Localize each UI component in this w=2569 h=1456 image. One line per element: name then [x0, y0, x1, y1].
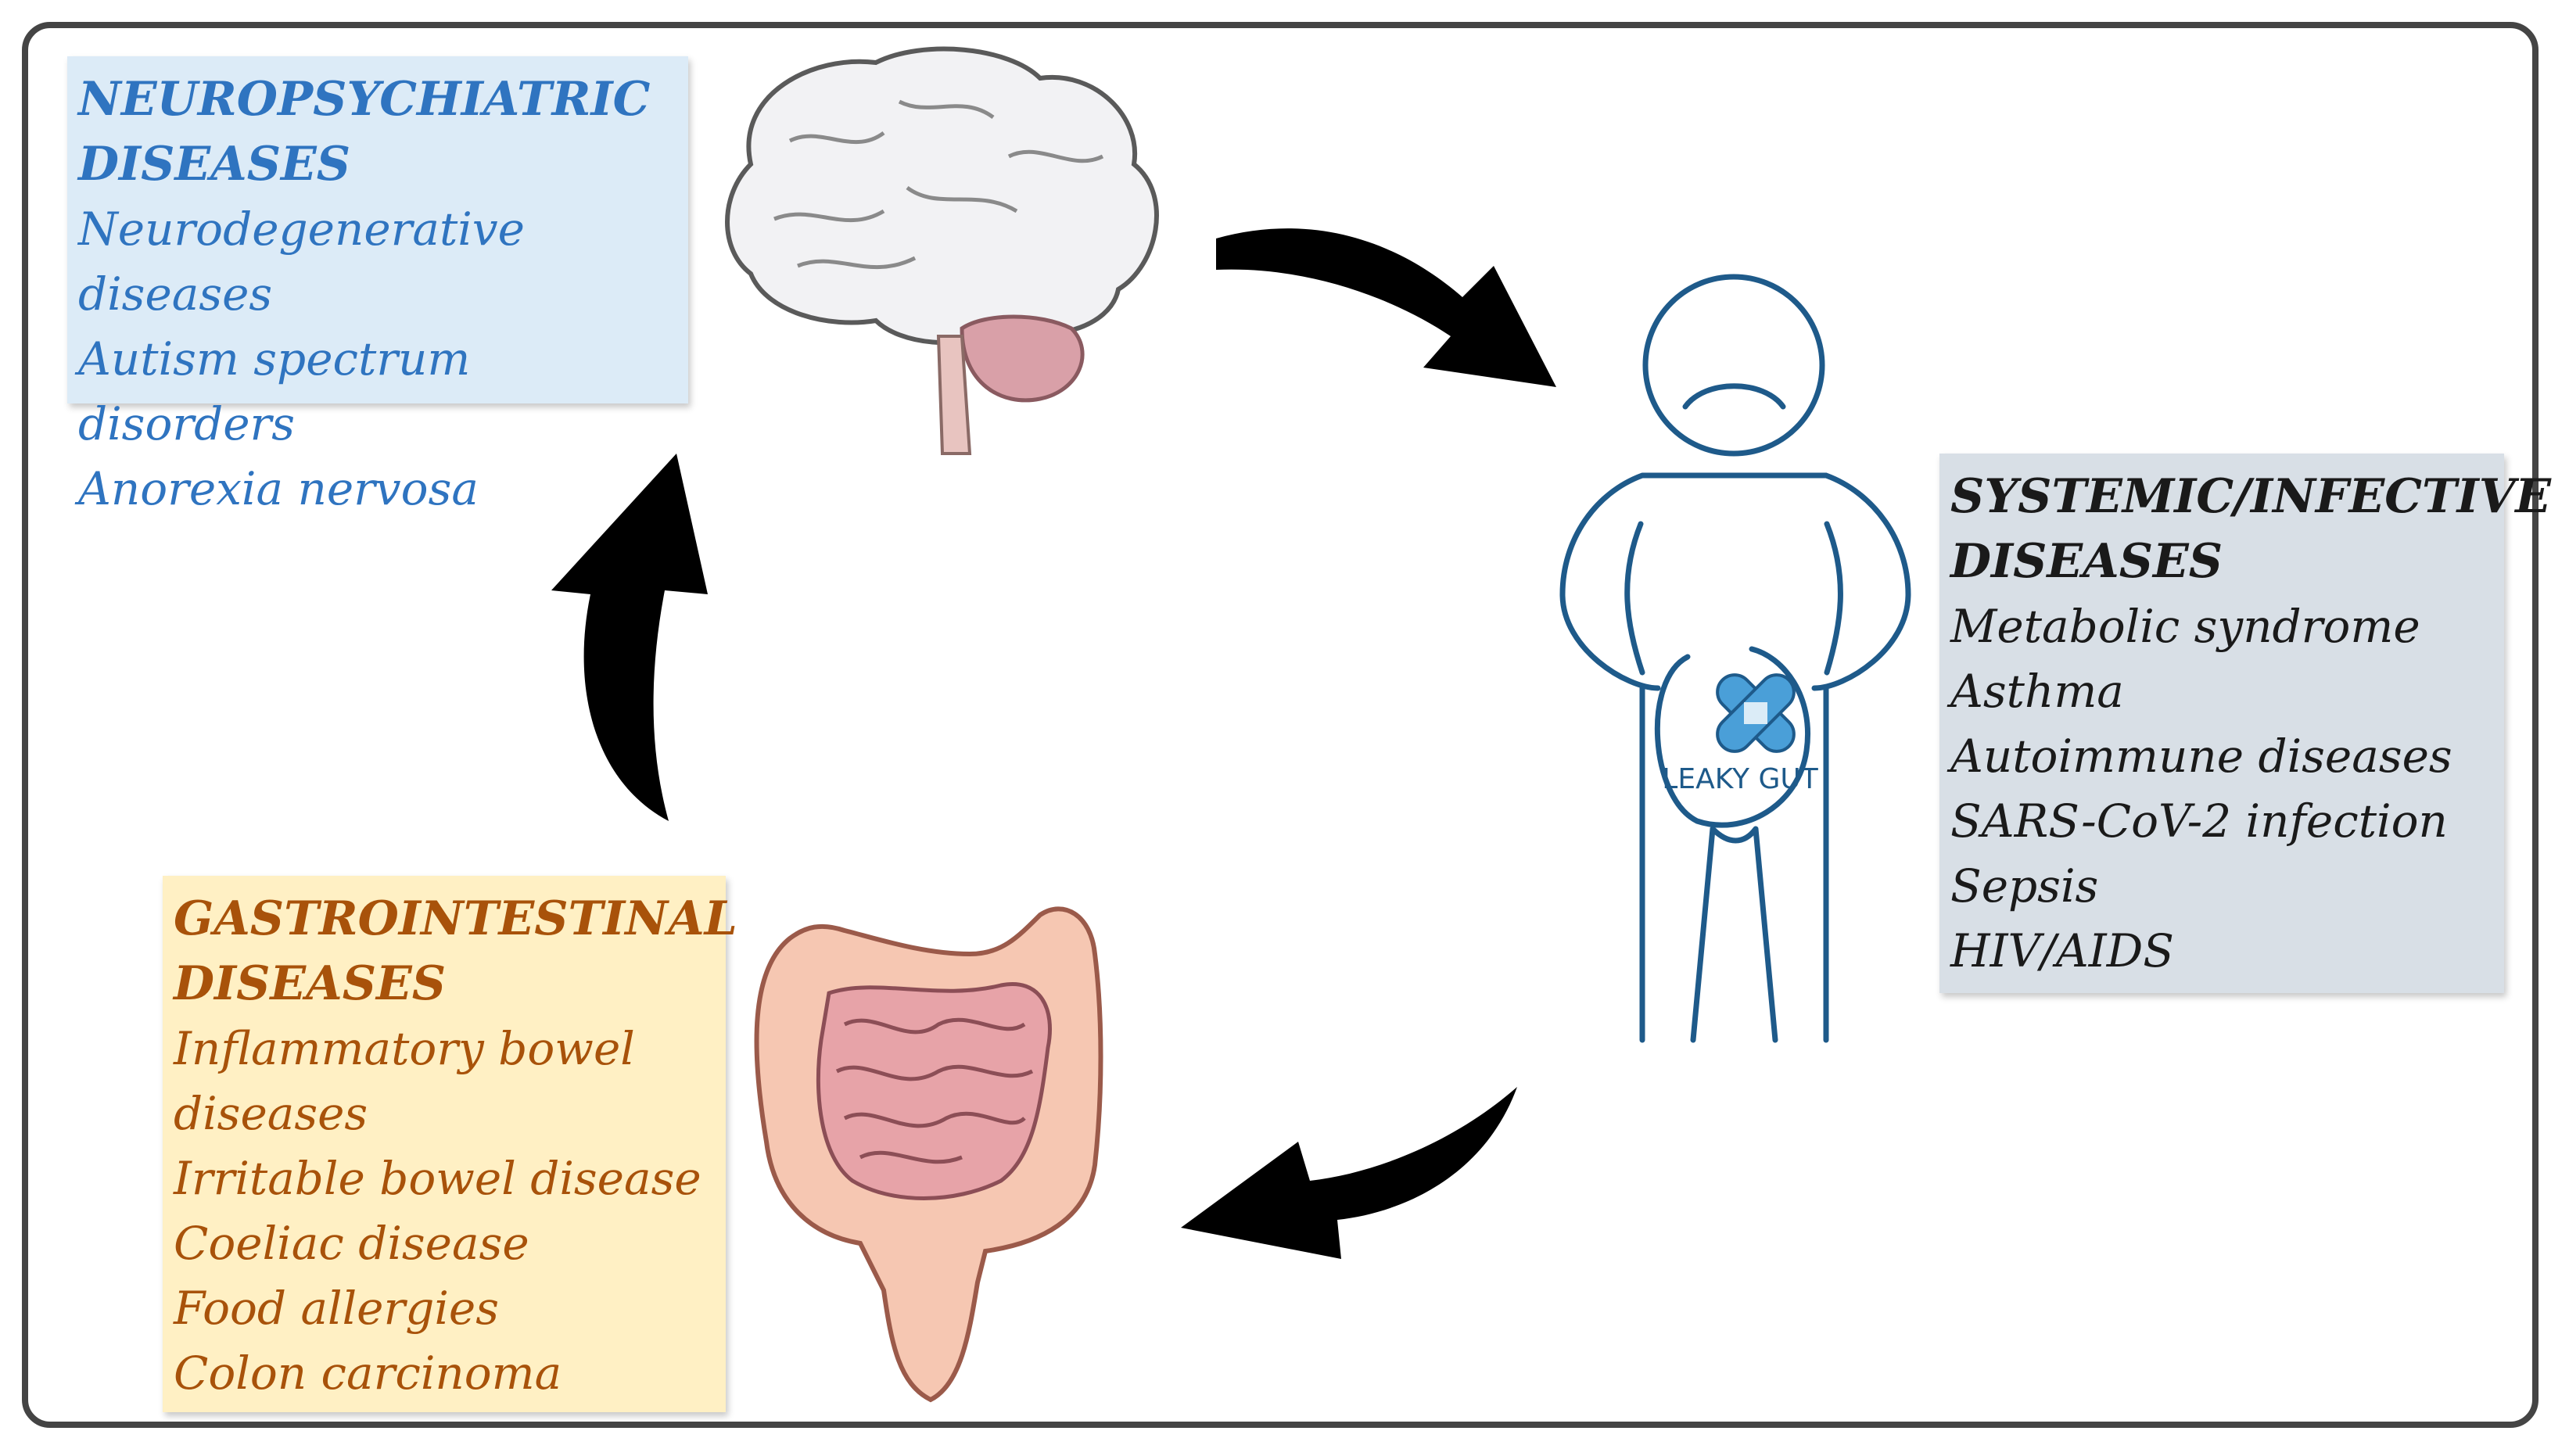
neuropsychiatric-title-line1: NEUROPSYCHIATRIC	[78, 72, 651, 127]
systemic-infective-box: SYSTEMIC/INFECTIVE DISEASES Metabolic sy…	[1939, 454, 2552, 993]
arrow-person-to-intestine	[1181, 1087, 1517, 1259]
torso	[1559, 472, 1911, 691]
systemic-title-line1: SYSTEMIC/INFECTIVE	[1950, 469, 2552, 524]
neuro-item: Anorexia nervosa	[78, 462, 479, 515]
arrow-brain-to-person	[1216, 228, 1556, 387]
gastrointestinal-box: GASTROINTESTINAL DISEASES Inflammatory b…	[163, 876, 737, 1412]
gi-item: Irritable bowel disease	[174, 1152, 701, 1205]
bandage-icon	[1716, 673, 1796, 753]
gi-title-line1: GASTROINTESTINAL	[174, 891, 737, 946]
person-figure	[1559, 274, 1911, 1043]
legs	[1690, 826, 1778, 1043]
systemic-item: Sepsis	[1950, 859, 2099, 913]
gi-item: Coeliac disease	[174, 1217, 529, 1270]
systemic-item: Autoimmune diseases	[1950, 730, 2452, 783]
inner-arms	[1624, 521, 1843, 676]
sad-mouth	[1682, 383, 1786, 410]
gi-item: Food allergies	[174, 1282, 499, 1335]
gi-item: diseases	[174, 1087, 368, 1140]
arrow-intestine-to-brain	[551, 454, 708, 821]
head	[1642, 274, 1825, 457]
systemic-item: HIV/AIDS	[1950, 924, 2174, 977]
systemic-item: Metabolic syndrome	[1950, 600, 2420, 653]
gi-item: Colon carcinoma	[174, 1347, 562, 1400]
leaky-gut-label: LEAKY GUT	[1662, 763, 1818, 795]
systemic-item: SARS-CoV-2 infection	[1950, 794, 2448, 848]
systemic-item: Asthma	[1950, 665, 2124, 718]
intestine-icon	[754, 906, 1103, 1403]
neuropsychiatric-box: NEUROPSYCHIATRIC DISEASES Neurodegenerat…	[67, 56, 688, 515]
brain-icon	[725, 46, 1159, 455]
systemic-title-line2: DISEASES	[1950, 534, 2223, 589]
neuropsychiatric-title-line2: DISEASES	[78, 137, 351, 192]
gi-title-line2: DISEASES	[174, 956, 447, 1011]
gi-item: Inflammatory bowel	[174, 1022, 635, 1075]
neuro-item: Autism spectrum disorders	[78, 332, 471, 450]
belly	[1654, 646, 1810, 828]
body-sides	[1639, 685, 1829, 1043]
neuro-item: Neurodegenerative diseases	[78, 203, 525, 321]
